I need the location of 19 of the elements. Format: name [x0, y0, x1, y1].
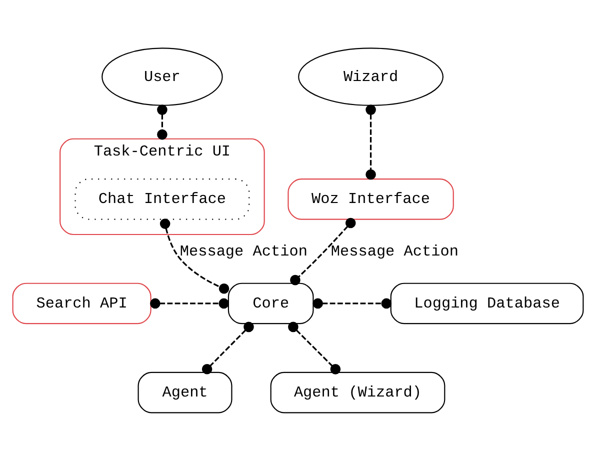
- node-ellipse: Wizard: [298, 48, 444, 106]
- edge-label: Message Action: [180, 242, 308, 260]
- node-box: Woz Interface: [288, 178, 454, 220]
- connector: [202, 322, 254, 374]
- node-box: Logging Database: [390, 282, 584, 324]
- connector: [288, 322, 341, 374]
- node-box: Core: [228, 282, 314, 324]
- connector: [157, 104, 168, 140]
- node-box: Search API: [12, 282, 152, 324]
- connector: [150, 298, 229, 309]
- node-box: Agent (Wizard): [270, 372, 446, 414]
- connector: [160, 218, 230, 294]
- node-ellipse: User: [102, 48, 223, 106]
- node-box: Agent: [138, 372, 232, 414]
- connector: [366, 104, 376, 180]
- connector: [290, 218, 356, 286]
- connector: [312, 298, 392, 309]
- node-box: Chat Interface: [74, 178, 250, 220]
- edge-label: Message Action: [330, 242, 458, 260]
